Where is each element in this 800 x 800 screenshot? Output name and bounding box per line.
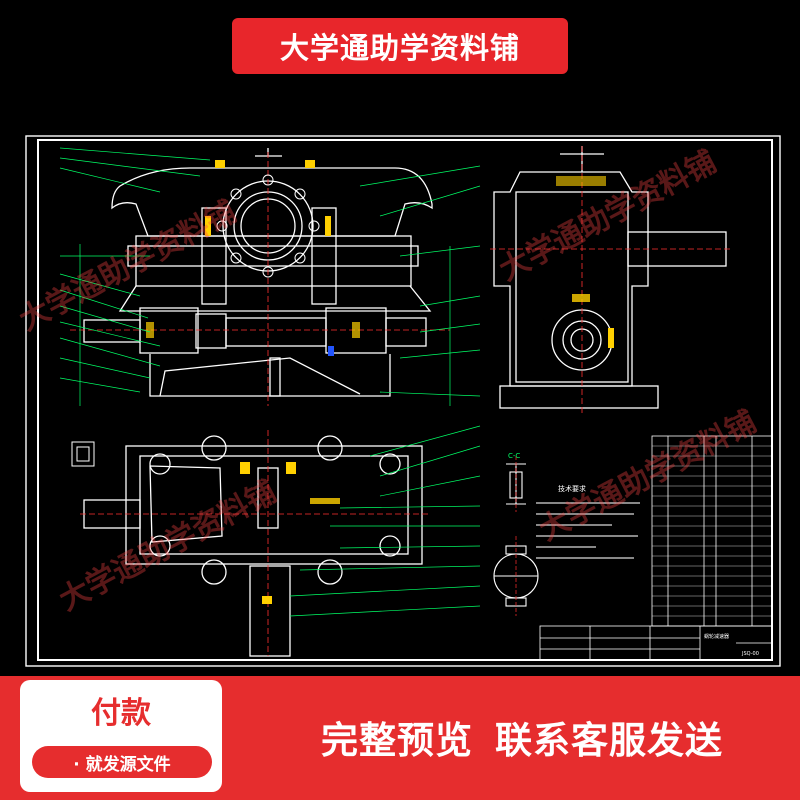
side-view (490, 146, 730, 416)
parts-list-rows (652, 445, 772, 617)
parts-list (651, 435, 773, 627)
section-detail (493, 456, 539, 616)
pay-title: 付款 (91, 696, 151, 731)
inner-frame (37, 139, 773, 661)
detail-view-small (71, 441, 95, 467)
top-banner: 大学通助学资料铺 (232, 18, 568, 74)
plan-view (80, 430, 430, 657)
cad-drawing: C-C 技术要求 (0, 96, 800, 676)
cta-preview: 完整预览 (321, 719, 473, 762)
pay-card[interactable]: 付款 · 就发源文件 (20, 680, 222, 792)
banner-title: 大学通助学资料铺 (279, 31, 520, 65)
drawing-number: JSQ-00 (741, 651, 759, 657)
plan-view-leaders (289, 425, 481, 617)
side-view-highlights (556, 176, 614, 348)
front-view-bolts (216, 174, 320, 278)
tech-title: 技术要求 (558, 484, 586, 493)
bottom-bar: 付款 · 就发源文件 完整预览 联系客服发送 (0, 676, 800, 800)
title-block (539, 625, 773, 661)
front-view-highlights (146, 160, 360, 356)
cta-text: 完整预览 联系客服发送 (262, 712, 782, 762)
tech-requirements: 技术要求 (536, 484, 640, 559)
front-view (70, 148, 450, 406)
front-view-leaders (59, 147, 481, 406)
section-label: C-C (508, 452, 520, 460)
title-block-label: 蜗轮减速器 (704, 633, 729, 640)
cta-contact: 联系客服发送 (495, 719, 723, 762)
cad-drawing-svg: C-C 技术要求 (25, 135, 781, 667)
outer-frame (25, 135, 781, 667)
pay-subtitle: · 就发源文件 (32, 746, 212, 778)
plan-view-highlights (240, 462, 340, 604)
